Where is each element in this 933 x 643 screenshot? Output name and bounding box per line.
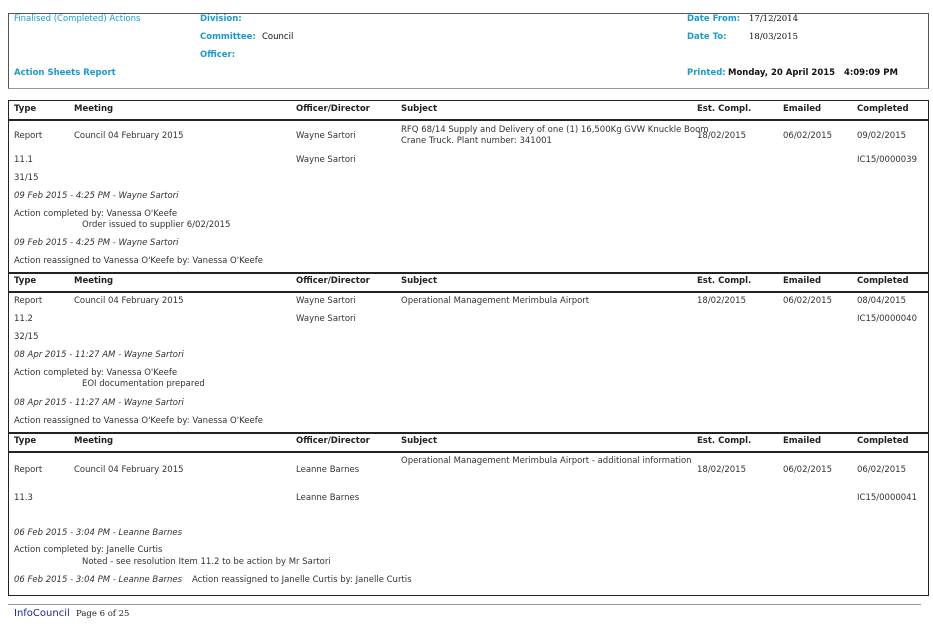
action-reference: IC15/0000040 bbox=[857, 314, 917, 324]
action-note: EOI documentation prepared bbox=[82, 379, 205, 389]
action-completed-date: 09/02/2015 bbox=[857, 131, 906, 141]
action-est-compl: 18/02/2015 bbox=[697, 296, 746, 306]
column-header-emailed: Emailed bbox=[783, 436, 822, 446]
date-to-label: Date To: bbox=[687, 32, 727, 42]
action-officer-secondary: Wayne Sartori bbox=[296, 155, 356, 165]
action-meeting: Council 04 February 2015 bbox=[74, 465, 184, 475]
action-resolution: 32/15 bbox=[14, 332, 39, 342]
column-header-completed: Completed bbox=[857, 276, 909, 286]
column-header-officer: Officer/Director bbox=[296, 104, 370, 114]
printed-label: Printed: bbox=[687, 68, 726, 78]
header-divider bbox=[8, 291, 929, 293]
footer-brand: InfoCouncil bbox=[14, 608, 70, 619]
action-subject: Operational Management Merimbula Airport bbox=[401, 296, 590, 306]
action-type: Report bbox=[14, 296, 43, 306]
action-subject: Crane Truck. Plant number: 341001 bbox=[401, 136, 552, 146]
action-reassigned: Action reassigned to Janelle Curtis by: … bbox=[192, 575, 412, 585]
action-type: Report bbox=[14, 131, 43, 141]
action-item-number: 11.1 bbox=[14, 155, 33, 165]
date-from-label: Date From: bbox=[687, 14, 741, 24]
column-header-completed: Completed bbox=[857, 436, 909, 446]
action-completed-by: Action completed by: Janelle Curtis bbox=[14, 545, 163, 555]
action-reassigned: Action reassigned to Vanessa O'Keefe by:… bbox=[14, 416, 263, 426]
committee-label: Committee: bbox=[200, 32, 256, 42]
action-completed-date: 08/04/2015 bbox=[857, 296, 906, 306]
action-reference: IC15/0000039 bbox=[857, 155, 917, 165]
action-log-entry: 08 Apr 2015 - 11:27 AM - Wayne Sartori bbox=[14, 350, 184, 360]
report-header bbox=[8, 13, 929, 89]
column-header-subject: Subject bbox=[401, 276, 438, 286]
printed-value: Monday, 20 April 2015 4:09:09 PM bbox=[728, 68, 898, 78]
action-item-number: 11.2 bbox=[14, 314, 33, 324]
action-type: Report bbox=[14, 465, 43, 475]
date-from-value: 17/12/2014 bbox=[749, 14, 798, 24]
column-header-subject: Subject bbox=[401, 436, 438, 446]
column-header-meeting: Meeting bbox=[74, 436, 114, 446]
division-label: Division: bbox=[200, 14, 242, 24]
action-reference: IC15/0000041 bbox=[857, 493, 917, 503]
action-est-compl: 18/02/2015 bbox=[697, 465, 746, 475]
footer-divider bbox=[8, 604, 921, 605]
action-officer: Wayne Sartori bbox=[296, 296, 356, 306]
header-divider bbox=[8, 451, 929, 453]
action-reassigned: Action reassigned to Vanessa O'Keefe by:… bbox=[14, 256, 263, 266]
actions-table bbox=[8, 100, 929, 596]
action-note: Noted - see resolution Item 11.2 to be a… bbox=[82, 557, 331, 567]
column-header-emailed: Emailed bbox=[783, 104, 822, 114]
column-header-est-compl: Est. Compl. bbox=[697, 276, 752, 286]
action-emailed: 06/02/2015 bbox=[783, 131, 832, 141]
column-header-est-compl: Est. Compl. bbox=[697, 436, 752, 446]
report-name: Finalised (Completed) Actions bbox=[14, 14, 141, 24]
action-emailed: 06/02/2015 bbox=[783, 465, 832, 475]
page-number: Page 6 of 25 bbox=[76, 609, 130, 619]
committee-value: Council bbox=[262, 32, 294, 42]
action-log-entry: 06 Feb 2015 - 3:04 PM - Leanne Barnes bbox=[14, 575, 183, 585]
section-divider bbox=[8, 432, 929, 434]
date-to-value: 18/03/2015 bbox=[749, 32, 798, 42]
officer-label: Officer: bbox=[200, 50, 236, 60]
action-log-entry: 09 Feb 2015 - 4:25 PM - Wayne Sartori bbox=[14, 238, 179, 248]
action-subject: Operational Management Merimbula Airport… bbox=[401, 456, 692, 466]
action-log-entry: 06 Feb 2015 - 3:04 PM - Leanne Barnes bbox=[14, 528, 183, 538]
column-header-type: Type bbox=[14, 276, 37, 286]
action-log-entry: 09 Feb 2015 - 4:25 PM - Wayne Sartori bbox=[14, 191, 179, 201]
action-item-number: 11.3 bbox=[14, 493, 33, 503]
column-header-type: Type bbox=[14, 436, 37, 446]
action-note: Order issued to supplier 6/02/2015 bbox=[82, 220, 231, 230]
action-meeting: Council 04 February 2015 bbox=[74, 296, 184, 306]
action-completed-by: Action completed by: Vanessa O'Keefe bbox=[14, 368, 178, 378]
action-resolution: 31/15 bbox=[14, 173, 39, 183]
action-log-entry: 08 Apr 2015 - 11:27 AM - Wayne Sartori bbox=[14, 398, 184, 408]
action-est-compl: 18/02/2015 bbox=[697, 131, 746, 141]
section-divider bbox=[8, 272, 929, 274]
column-header-meeting: Meeting bbox=[74, 104, 114, 114]
column-header-emailed: Emailed bbox=[783, 276, 822, 286]
column-header-type: Type bbox=[14, 104, 37, 114]
column-header-officer: Officer/Director bbox=[296, 276, 370, 286]
header-divider bbox=[8, 119, 929, 121]
column-header-subject: Subject bbox=[401, 104, 438, 114]
report-title: Action Sheets Report bbox=[14, 68, 116, 78]
action-meeting: Council 04 February 2015 bbox=[74, 131, 184, 141]
action-subject: RFQ 68/14 Supply and Delivery of one (1)… bbox=[401, 125, 709, 135]
action-completed-date: 06/02/2015 bbox=[857, 465, 906, 475]
column-header-est-compl: Est. Compl. bbox=[697, 104, 752, 114]
column-header-officer: Officer/Director bbox=[296, 436, 370, 446]
action-completed-by: Action completed by: Vanessa O'Keefe bbox=[14, 209, 178, 219]
column-header-meeting: Meeting bbox=[74, 276, 114, 286]
action-officer: Wayne Sartori bbox=[296, 131, 356, 141]
action-officer: Leanne Barnes bbox=[296, 465, 360, 475]
action-officer-secondary: Leanne Barnes bbox=[296, 493, 360, 503]
action-emailed: 06/02/2015 bbox=[783, 296, 832, 306]
action-officer-secondary: Wayne Sartori bbox=[296, 314, 356, 324]
column-header-completed: Completed bbox=[857, 104, 909, 114]
